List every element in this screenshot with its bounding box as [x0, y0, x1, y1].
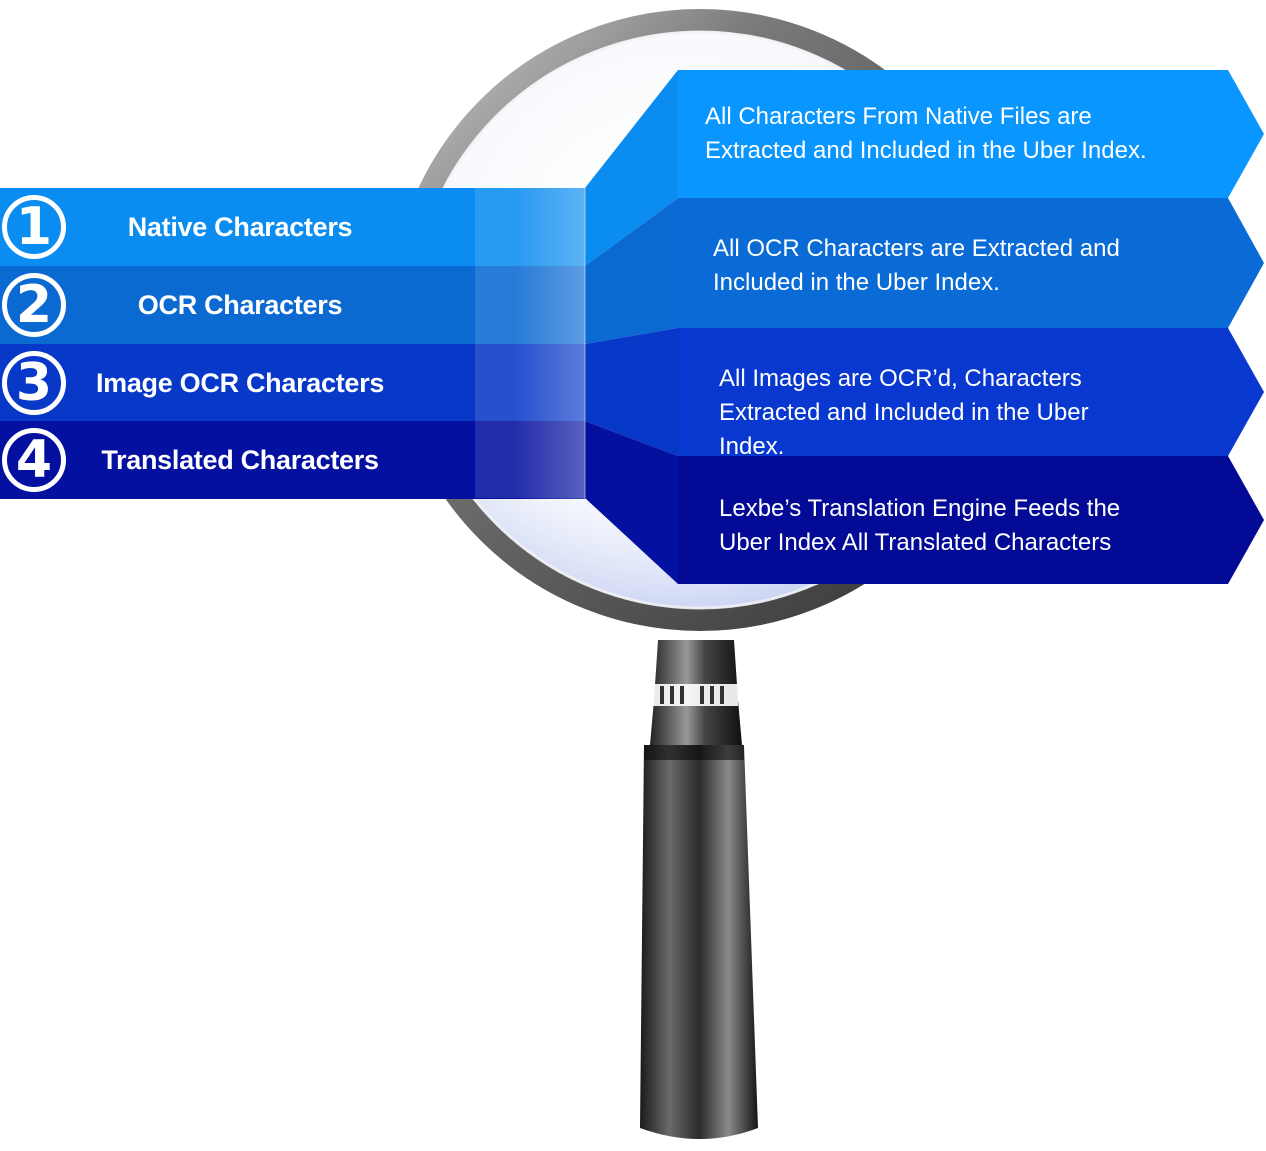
step-description-line: Uber Index All Translated Characters — [719, 529, 1112, 556]
step-band-4: 4 Translated Characters — [0, 421, 585, 499]
connector-3 — [585, 328, 678, 456]
step-number-badge: 4 — [2, 428, 66, 492]
step-label: OCR Characters — [137, 289, 343, 320]
step-description-line: Extracted and Included in the Uber Index… — [705, 137, 1147, 164]
step-label: Translated Characters — [101, 444, 379, 475]
connector-4 — [585, 421, 678, 584]
arrow-2 — [678, 198, 1264, 328]
step-description-line: Included in the Uber Index. — [713, 269, 1000, 296]
step-label: Image OCR Characters — [95, 367, 385, 398]
arrow-4 — [678, 456, 1264, 584]
step-description-line: All OCR Characters are Extracted and — [713, 235, 1120, 262]
step-description-line: All Images are OCR’d, Characters — [719, 365, 1082, 392]
step-description-line: All Characters From Native Files are — [705, 103, 1092, 130]
step-number-badge: 3 — [2, 351, 66, 415]
step-description-line: Index. — [719, 433, 785, 460]
step-number-badge: 2 — [2, 273, 66, 337]
step-band-2: 2 OCR Characters — [0, 266, 585, 344]
step-description-line: Lexbe’s Translation Engine Feeds the — [719, 495, 1121, 522]
step-label: Native Characters — [127, 211, 353, 242]
arrow-1 — [678, 70, 1264, 198]
step-description-line: Extracted and Included in the Uber — [719, 399, 1089, 426]
arrow-3 — [678, 328, 1264, 456]
step-band-3: 3 Image OCR Characters — [0, 344, 585, 422]
connector-2 — [585, 198, 678, 344]
step-band-1: 1 Native Characters — [0, 188, 585, 266]
step-number-badge: 1 — [2, 195, 66, 259]
connector-1 — [585, 70, 678, 266]
